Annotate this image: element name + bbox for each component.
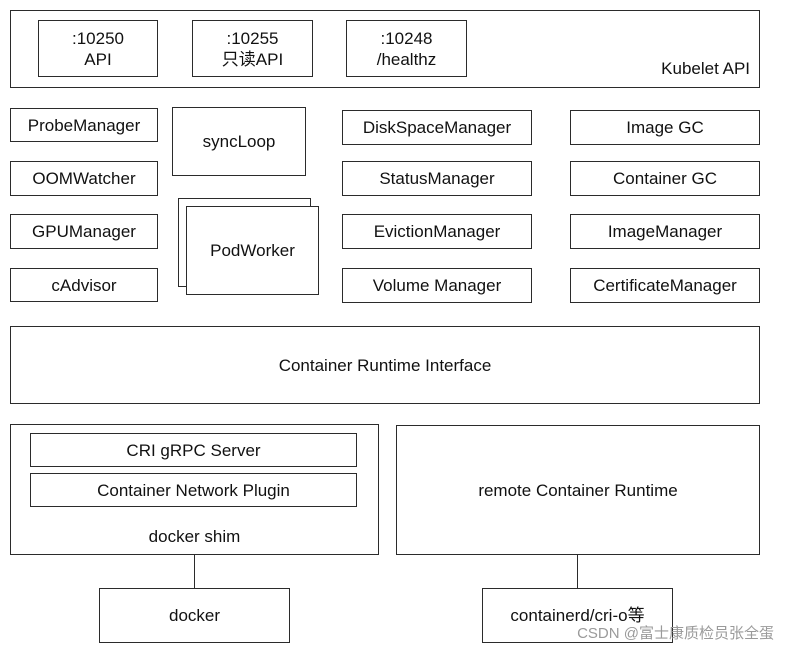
cri-box: Container Runtime Interface (10, 326, 760, 404)
status-manager-box: StatusManager (342, 161, 532, 196)
eviction-manager-box: EvictionManager (342, 214, 532, 249)
container-network-plugin-box: Container Network Plugin (30, 473, 357, 507)
port-10250-desc: API (84, 49, 112, 69)
certificate-manager-box: CertificateManager (570, 268, 760, 303)
kubelet-api-label: Kubelet API (661, 59, 750, 78)
remote-runtime-box: remote Container Runtime (396, 425, 760, 555)
docker-box: docker (99, 588, 290, 643)
port-10255-number: :10255 (226, 28, 279, 48)
cadvisor-box: cAdvisor (10, 268, 158, 302)
containerd-box: containerd/cri-o等 (482, 588, 673, 643)
docker-shim-connector (194, 555, 195, 588)
oom-watcher-box: OOMWatcher (10, 161, 158, 196)
docker-shim-label: docker shim (148, 527, 241, 546)
volume-manager-box: Volume Manager (342, 268, 532, 303)
image-manager-box: ImageManager (570, 214, 760, 249)
csdn-watermark: CSDN @富士康质检员张全蛋 (577, 625, 774, 642)
container-gc-box: Container GC (570, 161, 760, 196)
port-10250-box: :10250 API (38, 20, 158, 77)
gpu-manager-box: GPUManager (10, 214, 158, 249)
port-10255-box: :10255 只读API (192, 20, 313, 77)
pod-worker-box: PodWorker (186, 206, 319, 295)
port-10248-box: :10248 /healthz (346, 20, 467, 77)
sync-loop-box: syncLoop (172, 107, 306, 176)
remote-runtime-connector (577, 555, 578, 588)
disk-space-manager-box: DiskSpaceManager (342, 110, 532, 145)
port-10248-desc: /healthz (376, 49, 437, 69)
port-10250-number: :10250 (72, 28, 124, 48)
cri-grpc-server-box: CRI gRPC Server (30, 433, 357, 467)
image-gc-box: Image GC (570, 110, 760, 145)
port-10255-desc: 只读API (221, 49, 284, 69)
probe-manager-box: ProbeManager (10, 108, 158, 142)
port-10248-number: :10248 (380, 28, 433, 48)
